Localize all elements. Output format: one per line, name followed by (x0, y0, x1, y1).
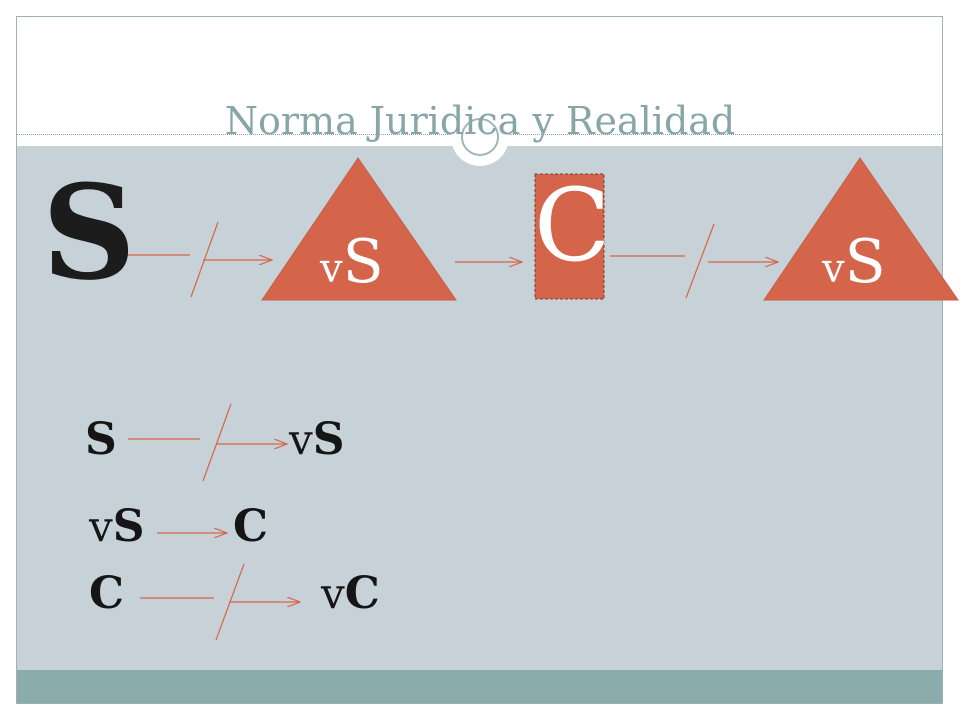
footer-band (17, 670, 942, 703)
rule-3-right: vC (321, 572, 380, 616)
triangle-vs-1 (261, 157, 457, 301)
triangle-1-prefix: v (320, 246, 343, 292)
triangle-1-letter: S (342, 227, 384, 297)
rule-2-left-prefix: v (89, 502, 113, 551)
rule-3-right-letter: C (344, 568, 380, 619)
triangle-vs-2 (763, 157, 959, 301)
rule-2-left-letter: S (112, 501, 145, 552)
rule-1-right-letter: S (312, 414, 345, 465)
triangle-2-prefix: v (822, 246, 845, 292)
rule-1-right: vS (289, 418, 345, 462)
c-box (534, 173, 605, 300)
rule-2-left: vS (89, 505, 145, 549)
rule-1-negation-slash (202, 403, 232, 482)
triangle-1-label: vS (320, 232, 384, 292)
title-ring-ornament (451, 108, 509, 166)
s-label: S (42, 156, 136, 309)
rule-2-right: C (233, 501, 269, 552)
triangle-2-label: vS (822, 232, 886, 292)
slide-title: Norma Juridica y Realidad (224, 99, 736, 143)
rule-3-right-prefix: v (321, 569, 345, 618)
rule-1-right-prefix: v (289, 415, 313, 464)
triangle-2-letter: S (844, 227, 886, 297)
rule-1-left: S (85, 414, 117, 465)
arrow-c-to-vs-negation-slash (685, 223, 715, 299)
rule-3-left: C (89, 568, 125, 619)
c-label: C (534, 167, 611, 284)
content-panel (17, 146, 942, 670)
